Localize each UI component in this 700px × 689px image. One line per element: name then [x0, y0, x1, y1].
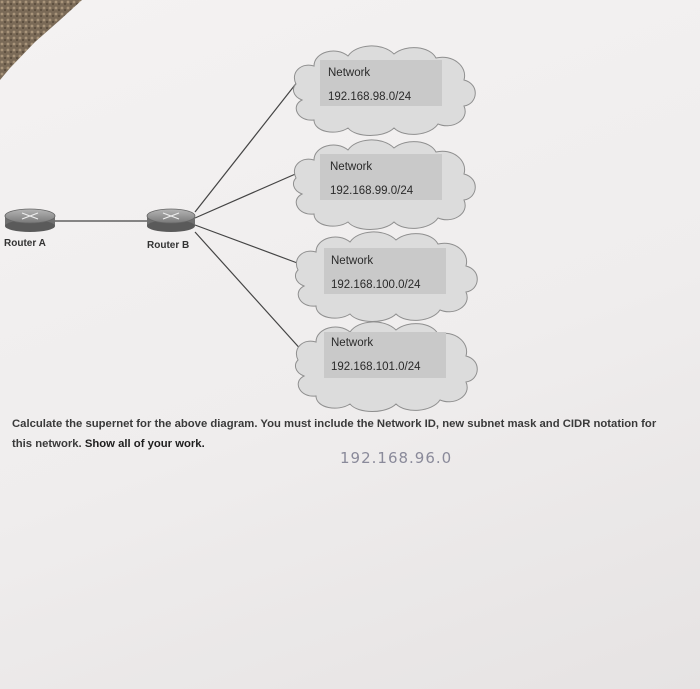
handwritten-answer: 192.168.96.0: [340, 449, 453, 467]
network-address: 192.168.99.0/24: [330, 185, 414, 197]
network-address: 192.168.100.0/24: [331, 279, 421, 291]
network-label-2: Network 192.168.99.0/24: [330, 155, 413, 203]
question-emphasis: Show all of your work.: [84, 438, 205, 450]
link-b-net3: [194, 224, 301, 265]
network-label-1: Network 192.168.98.0/24: [328, 61, 411, 109]
network-diagram: [4, 45, 478, 412]
router-b-icon: [146, 208, 196, 232]
link-b-net2: [194, 171, 301, 219]
network-address: 192.168.101.0/24: [331, 361, 421, 373]
router-b-label: Router B: [147, 240, 190, 251]
network-title: Network: [330, 161, 373, 173]
network-address: 192.168.98.0/24: [328, 91, 412, 103]
question-text: Calculate the supernet for the above dia…: [12, 414, 672, 454]
network-label-3: Network 192.168.100.0/24: [331, 249, 421, 297]
question-body: Calculate the supernet for the above dia…: [12, 418, 657, 450]
link-b-net1: [194, 75, 303, 213]
link-b-net4: [194, 231, 305, 354]
network-label-4: Network 192.168.101.0/24: [331, 331, 421, 379]
network-title: Network: [331, 255, 374, 267]
network-title: Network: [331, 337, 374, 349]
router-a-label: Router A: [4, 238, 46, 249]
network-title: Network: [328, 67, 371, 79]
router-a-icon: [4, 208, 56, 232]
